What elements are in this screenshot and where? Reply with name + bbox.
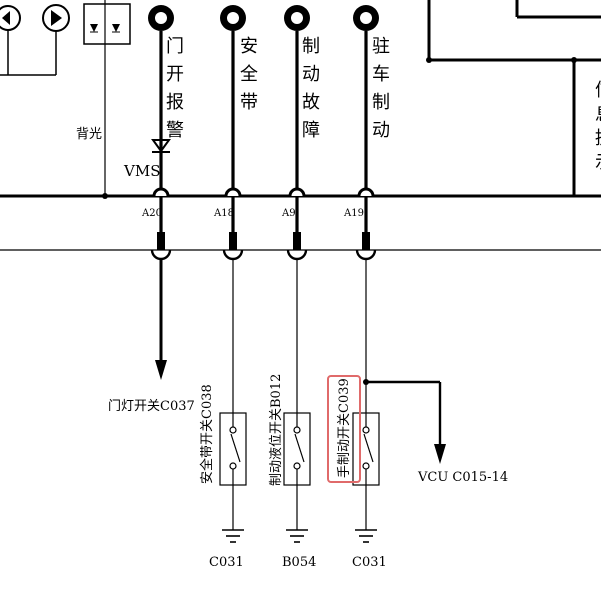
pin-label-a18: A18	[213, 208, 234, 219]
brake-fault-label: 制 动 故 障	[302, 36, 320, 141]
vcu-label: VCU C015-14	[417, 470, 508, 485]
vms-diode	[151, 139, 171, 153]
pin-label-a9: A9	[281, 208, 296, 219]
svg-text:障: 障	[302, 120, 320, 141]
svg-text:制: 制	[302, 36, 320, 57]
pin-label-a20: A20	[141, 208, 162, 219]
svg-text:制: 制	[372, 92, 390, 113]
handbrake-switch-label: 手制动开关C039	[337, 378, 352, 478]
ground-label-c031-right: C031	[352, 555, 387, 570]
top-right-module	[427, 0, 601, 196]
svg-text:全: 全	[240, 64, 258, 85]
ground-label-c031-left: C031	[209, 555, 244, 570]
handbrake-highlight-box	[327, 375, 361, 483]
vcu-arrow	[434, 444, 446, 464]
svg-text:开: 开	[166, 64, 184, 85]
right-module-label-2: 息	[595, 104, 601, 125]
indicator-lamps	[148, 5, 379, 31]
svg-text:动: 动	[302, 64, 320, 85]
vms-label: VMS	[123, 162, 160, 180]
svg-text:故: 故	[302, 92, 320, 113]
svg-text:驻: 驻	[372, 36, 390, 57]
svg-text:动: 动	[372, 120, 390, 141]
svg-text:门: 门	[166, 36, 184, 57]
backlight-label: 背光	[76, 127, 102, 142]
door-switch-label: 门灯开关C037	[108, 399, 195, 414]
right-module-label-3: 提	[595, 128, 601, 149]
right-module-label-1: 信	[595, 80, 601, 101]
parking-brake-label: 驻 车 制 动	[372, 36, 390, 141]
svg-text:警: 警	[166, 120, 184, 141]
door-alarm-label: 门 开 报 警	[166, 36, 184, 141]
ground-label-b054: B054	[282, 555, 316, 570]
pin-label-a19: A19	[343, 208, 364, 219]
svg-text:报: 报	[166, 92, 184, 113]
svg-text:带: 带	[240, 92, 258, 113]
seatbelt-switch-label: 安全带开关C038	[199, 384, 215, 484]
ground-symbols	[222, 529, 377, 543]
right-module-label-4: 示	[595, 152, 601, 173]
indicator-symbols-left	[0, 0, 131, 199]
led-backlight-box	[83, 3, 131, 45]
brake-level-switch-label: 制动液位开关B012	[269, 374, 284, 486]
svg-text:安: 安	[240, 36, 258, 57]
seatbelt-label: 安 全 带	[240, 36, 258, 113]
svg-text:车: 车	[372, 64, 390, 85]
door-switch-arrow	[155, 360, 167, 380]
